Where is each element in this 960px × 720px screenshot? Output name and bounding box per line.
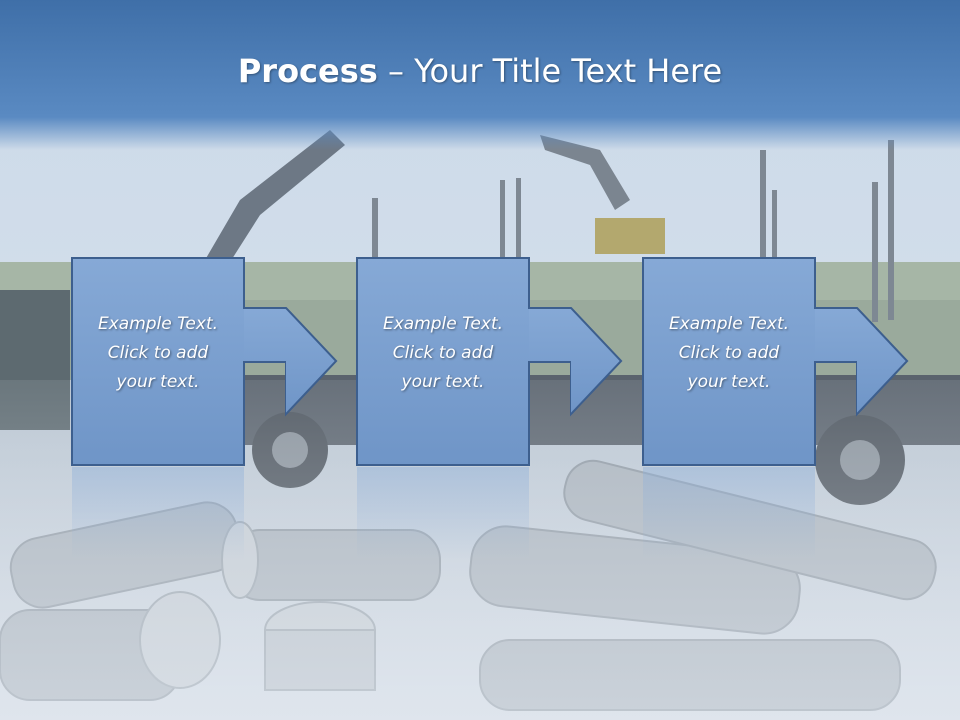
title-bold: Process (237, 52, 378, 90)
step-1-line-3: your text. (116, 372, 200, 392)
process-step-2-text[interactable]: Example Text. Click to add your text. (357, 310, 529, 397)
process-step-1-text[interactable]: Example Text. Click to add your text. (72, 310, 244, 397)
title-rest: – Your Title Text Here (377, 52, 723, 90)
process-step-3-reflection (643, 467, 815, 560)
process-step-2-reflection (357, 467, 529, 560)
step-3-line-1: Example Text. (668, 314, 790, 334)
step-1-line-1: Example Text. (97, 314, 219, 334)
process-step-3-text[interactable]: Example Text. Click to add your text. (643, 310, 815, 397)
step-2-line-1: Example Text. (382, 314, 504, 334)
process-step-1-reflection (72, 467, 244, 560)
step-1-line-2: Click to add (107, 343, 209, 363)
slide-title[interactable]: Process – Your Title Text Here (0, 52, 960, 90)
title-bar (0, 0, 960, 150)
step-3-line-2: Click to add (678, 343, 780, 363)
step-2-line-3: your text. (401, 372, 485, 392)
step-2-line-2: Click to add (392, 343, 494, 363)
step-3-line-3: your text. (687, 372, 771, 392)
